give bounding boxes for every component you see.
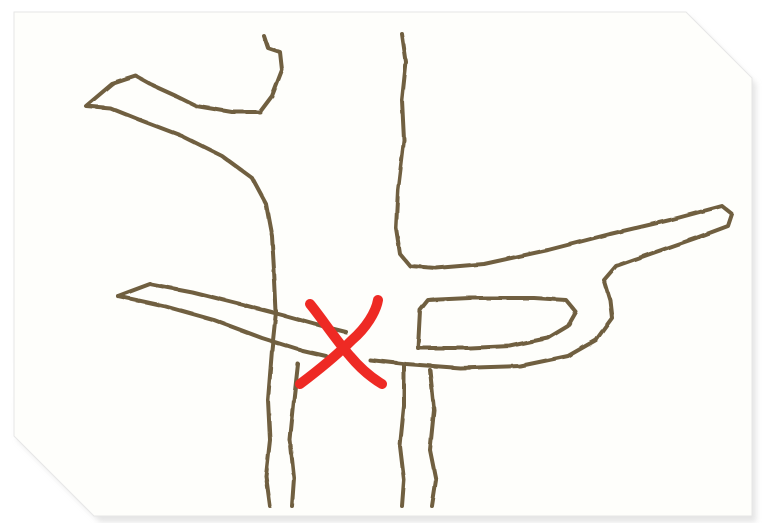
paper-card — [14, 12, 752, 516]
